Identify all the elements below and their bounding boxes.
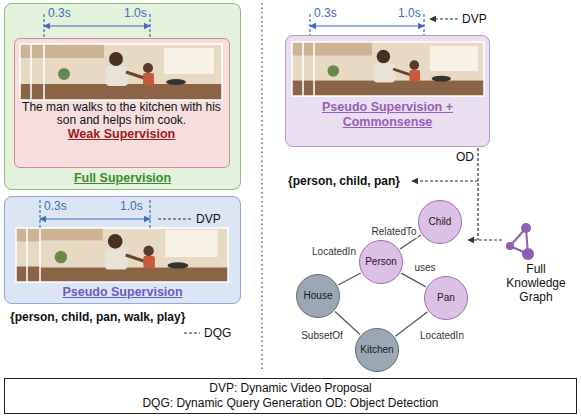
relation-label: LocatedIn [311, 246, 357, 258]
panel-title: Full Supervision [11, 171, 234, 186]
panel-title: Pseudo Supervision [11, 285, 234, 300]
concept-name: House [304, 290, 333, 302]
graph-icon [506, 223, 534, 260]
time-label: 0.3s [48, 6, 71, 20]
video-frames [314, 42, 488, 96]
time-label: 1.0s [124, 6, 147, 20]
timelines [309, 14, 310, 35]
text-block: Pseudo Supervision + Commonsense [292, 100, 483, 130]
concept-name: Kitchen [360, 344, 393, 356]
panel-fills [4, 3, 490, 304]
concept-set: {person, child, pan} [288, 174, 400, 188]
video-frames [44, 44, 222, 100]
step-label: DQG [204, 326, 231, 340]
dashed-leaders [184, 332, 200, 333]
text-block: Full Supervision [11, 171, 234, 186]
text-block: The man walks to the kitchen with his so… [21, 101, 223, 142]
concept-node: House [296, 274, 340, 318]
panel-title: Weak Supervision [21, 127, 223, 142]
panel-fills [4, 3, 241, 190]
video-frames [40, 226, 228, 284]
relation-label: SubsetOf [300, 330, 344, 342]
timelines [39, 200, 40, 228]
dashed-leaders [477, 148, 478, 240]
concept-name: Child [429, 216, 452, 228]
dashed-leaders [158, 218, 192, 219]
panel-fills [14, 38, 230, 168]
panel-fills [4, 196, 241, 304]
concept-set: {person, child, pan, walk, play} [10, 310, 185, 324]
step-label: DVP [462, 12, 487, 26]
divider [261, 3, 262, 372]
relation-line [401, 273, 426, 287]
step-label: DVP [196, 212, 221, 226]
video-frames [44, 44, 224, 100]
caption-text: The man walks to the kitchen with his so… [21, 101, 223, 127]
supervision-panel: Full Supervision The man walks to the kit… [4, 3, 241, 190]
step-label: OD [456, 150, 474, 164]
graph-icon [522, 248, 534, 260]
timelines [44, 25, 150, 26]
panel-title: Pseudo Supervision + Commonsense [292, 100, 483, 130]
relation-line [338, 273, 361, 285]
legend-box: DVP: Dynamic Video ProposalDQG: Dynamic … [4, 378, 577, 414]
concept-node: Kitchen [355, 328, 399, 372]
relation-label: LocatedIn [419, 330, 465, 342]
dashed-leaders [468, 239, 502, 240]
concept-name: Pan [437, 292, 455, 304]
time-label: 0.3s [44, 199, 67, 213]
concept-name: Person [365, 256, 397, 268]
concept-node: Child [418, 200, 462, 244]
concept-node: Pan [424, 276, 468, 320]
relation-label: uses [413, 262, 436, 274]
supervision-panel: Pseudo Supervision + Commonsense [285, 35, 490, 147]
timelines [423, 14, 424, 35]
graph-label: Full Knowledge Graph [497, 262, 575, 304]
concept-node: Person [359, 240, 403, 284]
timelines [149, 200, 150, 228]
video-frames [16, 42, 488, 284]
video-frames [40, 228, 228, 282]
dashed-leaders [430, 18, 458, 19]
legend-text: DVP: Dynamic Video Proposal [209, 381, 372, 396]
panel-fills [285, 35, 490, 147]
text-block: Pseudo Supervision [11, 285, 234, 300]
time-label: 1.0s [398, 6, 421, 20]
legend-text: DQG: Dynamic Query Generation OD: Object… [142, 396, 438, 411]
time-label: 1.0s [120, 199, 143, 213]
graph-icon [506, 242, 514, 250]
timelines [40, 218, 150, 219]
time-label: 0.3s [314, 6, 337, 20]
dashed-leaders [412, 180, 478, 181]
video-frames [314, 42, 484, 96]
graph-icon [521, 223, 531, 233]
dashed-leaders [158, 19, 502, 333]
caption-box: The man walks to the kitchen with his so… [14, 38, 230, 168]
timelines [310, 25, 424, 26]
relation-label: RelatedTo [370, 226, 417, 238]
